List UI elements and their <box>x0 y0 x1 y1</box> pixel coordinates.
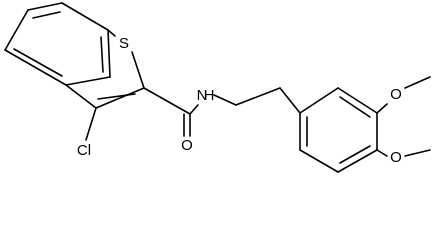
methoxy-oxygen-atom-2: O <box>390 149 402 166</box>
chlorine-atom: Cl <box>77 142 91 159</box>
chemical-structure: S Cl N H O O O <box>4 2 431 173</box>
methoxy-oxygen-atom-1: O <box>390 86 402 103</box>
amide-nitrogen-atom: N <box>197 87 208 104</box>
c-cl-bond <box>85 107 97 141</box>
carbonyl-oxygen-atom: O <box>181 137 193 154</box>
amide-hydrogen-atom: H <box>204 87 215 104</box>
ethyl-linker <box>213 87 301 114</box>
amide-group <box>143 87 199 137</box>
methoxy-groups <box>376 76 431 157</box>
thiophene-ring <box>65 29 145 109</box>
dimethoxyphenyl-ring <box>299 87 378 173</box>
benzo-ring <box>4 2 111 86</box>
sulfur-atom: S <box>119 35 129 52</box>
